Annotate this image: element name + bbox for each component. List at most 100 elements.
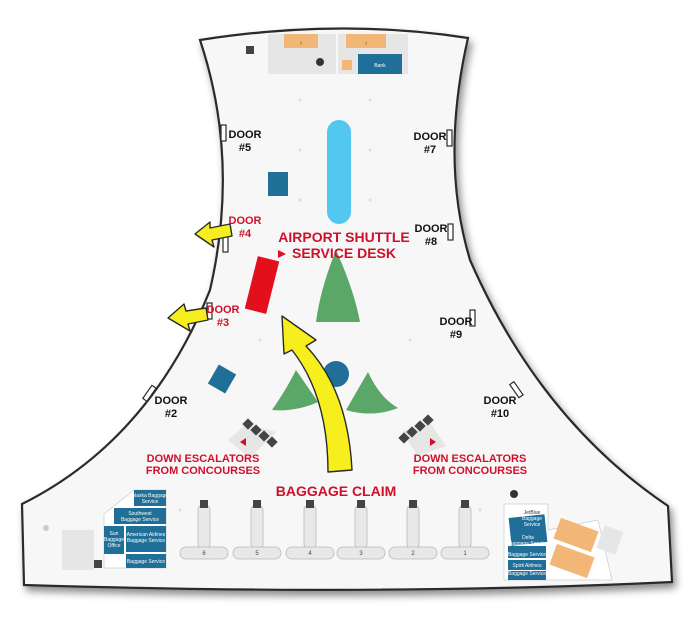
- shuttle-label-line1: AIRPORT SHUTTLE: [278, 229, 409, 245]
- escalator-icon: [414, 420, 426, 432]
- door-8-label: DOOR: [415, 223, 448, 235]
- carousel-base: [440, 546, 490, 560]
- door-4-label: #4: [239, 228, 252, 240]
- service-office-3: [508, 560, 546, 570]
- room: [596, 525, 624, 555]
- top-rooms: i i Bank: [246, 34, 408, 74]
- service-label: American Airlines: [127, 532, 166, 538]
- column: [43, 525, 49, 531]
- sculpture-top: [316, 250, 360, 322]
- escalator-icon: [266, 436, 278, 448]
- service-office-4: [508, 571, 546, 580]
- floor-columns: [178, 98, 482, 512]
- service-label: Service: [524, 522, 541, 528]
- baggage-carousel: 1: [440, 500, 490, 560]
- door-4-label: DOOR: [229, 215, 262, 227]
- service-label: JetBlue: [524, 510, 541, 516]
- door-3-label: DOOR: [207, 304, 240, 316]
- carousel-number: 1: [463, 551, 467, 557]
- door-7-label: #7: [424, 144, 436, 156]
- carousel-sign-icon: [409, 500, 417, 508]
- carousel-number: 5: [255, 551, 259, 557]
- escalator-icon: [398, 432, 410, 444]
- restroom-top-left: [284, 34, 318, 48]
- service-label: Delta: [522, 535, 534, 541]
- service-office-1: [134, 490, 166, 506]
- carousel-sign-icon: [357, 500, 365, 508]
- restroom-icon: i: [300, 41, 301, 47]
- door-9-label: DOOR: [440, 316, 473, 328]
- shuttle-label-line2: SERVICE DESK: [292, 245, 396, 261]
- kiosk: [268, 172, 288, 196]
- service-label: Baggage Service: [509, 541, 547, 547]
- door-labels: DOOR #5 DOOR #7 DOOR #4 DOOR #8 DOOR #3 …: [155, 129, 517, 420]
- carousel-base: [232, 546, 282, 560]
- door-10-label: DOOR: [484, 395, 517, 407]
- carousel-belt: [303, 504, 317, 550]
- room: [62, 530, 94, 570]
- service-office-2: [508, 546, 546, 558]
- service-label: Service: [142, 499, 159, 505]
- carousel-belt: [458, 504, 472, 550]
- escalator-icon: [422, 414, 434, 426]
- door-8-marker: [447, 223, 454, 241]
- service-label: Alaska Baggage: [132, 493, 169, 499]
- restroom-top-right: [346, 34, 386, 48]
- door-5-marker: [220, 124, 227, 142]
- restroom-right-2: [549, 543, 595, 579]
- carousel-number: 6: [202, 551, 206, 557]
- carousel-base: [336, 546, 386, 560]
- baggage-carousel: 6: [179, 500, 229, 560]
- door-9-label: #9: [450, 329, 462, 341]
- service-label: Office: [108, 543, 121, 549]
- door-3-label: #3: [217, 317, 229, 329]
- escalators-left-line2: FROM CONCOURSES: [146, 465, 260, 477]
- carousel-belt: [197, 504, 211, 550]
- pointer-icon: [240, 438, 246, 446]
- escalator-icon: [250, 424, 262, 436]
- shuttle-service-desk: [244, 256, 280, 314]
- service-office-2: [114, 508, 166, 524]
- service-office-5: [126, 554, 166, 568]
- sculpture-left: [272, 370, 318, 411]
- escalator-icon: [258, 430, 270, 442]
- arrow-to-door-4-icon: [194, 221, 233, 248]
- escalator-icon: [406, 426, 418, 438]
- service-label: Spirit Airlines: [513, 563, 542, 569]
- service-label: Southwest: [128, 511, 152, 517]
- pointer-icon: [430, 438, 436, 446]
- service-office-1: [508, 514, 548, 546]
- direction-arrows: [167, 221, 353, 473]
- elevator-icon: [94, 560, 102, 568]
- escalators-right: [398, 414, 446, 456]
- door-5-label: #5: [239, 142, 251, 154]
- carousel-base: [388, 546, 438, 560]
- door-5-label: DOOR: [229, 129, 262, 141]
- carousel-base: [179, 546, 229, 560]
- door-8-label: #8: [425, 236, 437, 248]
- service-label: Baggage: [522, 516, 542, 522]
- carousel-number: 3: [359, 551, 363, 557]
- bank-label: Bank: [374, 63, 386, 69]
- escalators-left-line1: DOWN ESCALATORS: [147, 453, 260, 465]
- door-10-label: #10: [491, 408, 509, 420]
- service-label: Baggage Service: [508, 571, 546, 577]
- arrow-baggage-to-shuttle-icon: [281, 315, 353, 473]
- carousel-sign-icon: [461, 500, 469, 508]
- door-4-marker: [222, 235, 229, 253]
- escalators-right-line2: FROM CONCOURSES: [413, 465, 527, 477]
- service-label: Sun: [110, 531, 119, 537]
- baggage-carousel: 3: [336, 500, 386, 560]
- service-label: Baggage Service: [127, 559, 165, 565]
- door-7-label: DOOR: [414, 131, 447, 143]
- info-icon: [510, 490, 518, 498]
- baggage-claim-label: BAGGAGE CLAIM: [276, 483, 397, 499]
- service-office-3: [104, 526, 124, 554]
- info-icon: [316, 58, 324, 66]
- carousel-sign-icon: [200, 500, 208, 508]
- baggage-carousel: 4: [285, 500, 335, 560]
- door-2-label: DOOR: [155, 395, 188, 407]
- left-baggage-services: Alaska Baggage Service Southwest Baggage…: [43, 489, 169, 570]
